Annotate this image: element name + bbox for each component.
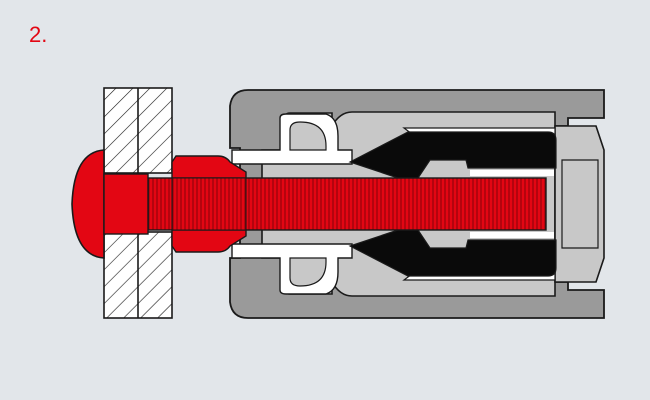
rivet-head xyxy=(71,149,149,259)
rivet-sleeve xyxy=(171,155,247,253)
workpiece-plates xyxy=(103,87,173,319)
clamping-jaws xyxy=(348,131,557,277)
jaw-lower xyxy=(348,229,557,277)
tool-nosepiece xyxy=(231,113,353,295)
step-number: 2. xyxy=(29,22,48,47)
jaw-upper xyxy=(348,131,557,179)
